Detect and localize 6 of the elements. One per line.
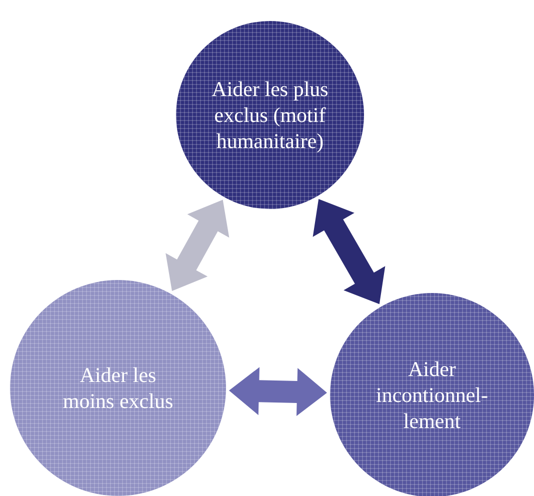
double-arrow [229,367,327,416]
double-arrow [166,200,230,291]
node-label: Aider incontionnel- lement [375,356,489,434]
node-label: Aider les moins exclus [62,362,174,414]
double-arrow [312,199,386,304]
node-label: Aider les plus exclus (motif humanitaire) [210,76,330,154]
